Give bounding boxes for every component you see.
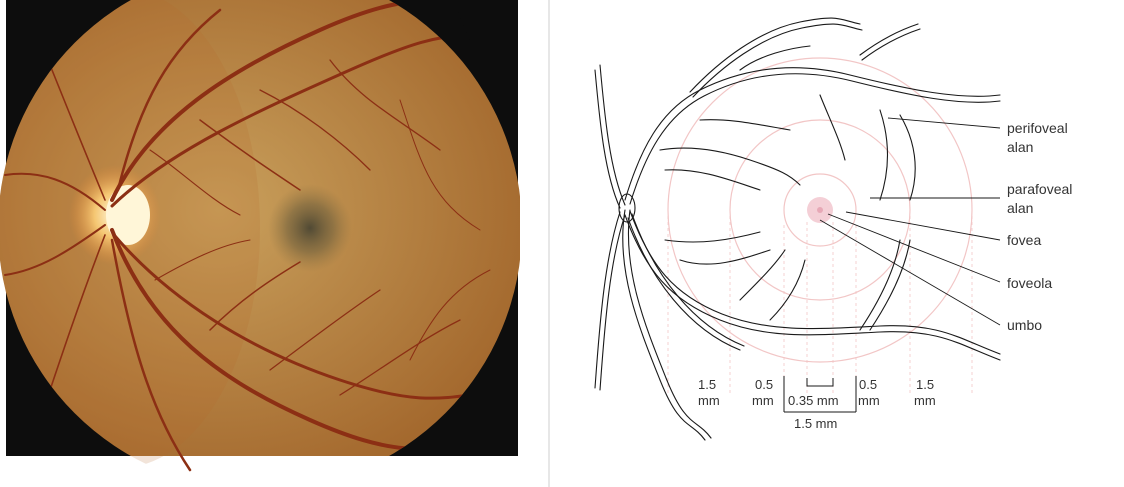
scale-perifoveal-left-unit: mm [698,393,720,408]
label-perifoveal-2: alan [1007,139,1033,155]
scale-foveola-width: 0.35 mm [788,393,839,408]
label-perifoveal-1: perifoveal [1007,120,1068,136]
scale-perifoveal-left-value: 1.5 [698,377,716,392]
label-umbo: umbo [1007,317,1042,333]
macula [268,184,352,272]
label-parafoveal-1: parafoveal [1007,181,1072,197]
leader-fovea [846,212,1000,240]
label-fovea: fovea [1007,232,1041,248]
scale-fovea-width: 1.5 mm [794,416,837,431]
scale-perifoveal-right-unit: mm [914,393,936,408]
scale-parafoveal-right-value: 0.5 [859,377,877,392]
leader-lines [820,118,1000,325]
scale-perifoveal-right-value: 1.5 [916,377,934,392]
label-foveola: foveola [1007,275,1052,291]
fundus-photograph [0,0,520,470]
scale-parafoveal-left-unit: mm [752,393,774,408]
scale-parafoveal-left-value: 0.5 [755,377,773,392]
zone-labels: perifoveal alan parafoveal alan fovea fo… [1007,120,1072,333]
macula-diagram: perifoveal alan parafoveal alan fovea fo… [595,18,1072,440]
label-parafoveal-2: alan [1007,200,1033,216]
scale-parafoveal-right-unit: mm [858,393,880,408]
scale-guides [668,210,972,395]
umbo-dot [817,207,823,213]
scale-bar: 1.5 mm 0.5 mm 0.35 mm 0.5 mm 1.5 mm 1.5 … [698,376,936,431]
